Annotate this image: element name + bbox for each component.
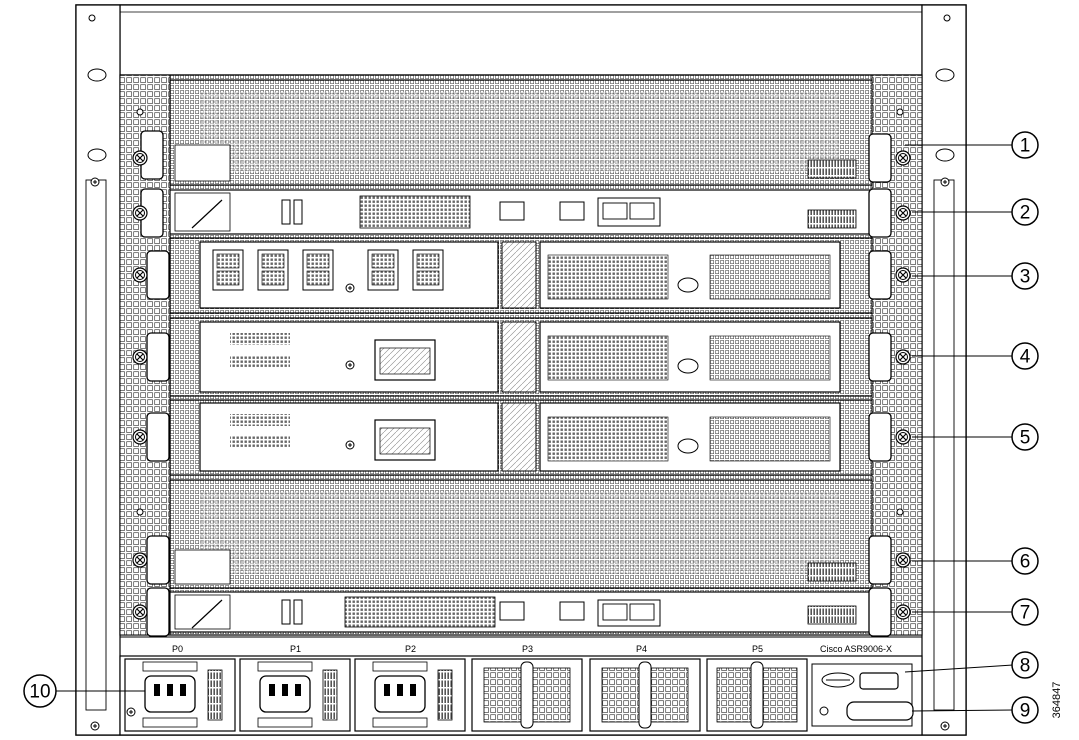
power-module-p3-blank [471, 658, 583, 732]
power-module-p5-blank [706, 658, 808, 732]
callout-2-label: 2 [1020, 203, 1031, 224]
figure-id: 364847 [1051, 682, 1063, 719]
callout-3: 3 [1011, 262, 1039, 290]
power-module-p2 [354, 658, 466, 732]
psu-slot-label-p0: P0 [172, 644, 183, 654]
callout-4-label: 4 [1020, 347, 1031, 368]
psu-slot-label-p5: P5 [752, 644, 763, 654]
power-module-p0 [124, 658, 236, 732]
line-card-slot-1 [132, 317, 911, 397]
callout-10-label: 10 [29, 682, 50, 703]
callout-10: 10 [23, 674, 57, 708]
callout-6-label: 6 [1020, 552, 1031, 573]
callout-1: 1 [1011, 131, 1039, 159]
chassis-model-label: Cisco ASR9006-X [820, 644, 892, 654]
callout-1-label: 1 [1020, 136, 1031, 157]
callout-5-label: 5 [1020, 428, 1031, 449]
power-tray-header: P0 P1 P2 P3 P4 P5 Cisco ASR9006-X [120, 636, 922, 654]
callout-9: 9 [1011, 696, 1039, 724]
callout-3-label: 3 [1020, 267, 1031, 288]
callout-5: 5 [1011, 423, 1039, 451]
top-fan-tray [132, 79, 911, 186]
rsp-card-bottom [132, 587, 911, 637]
bottom-fan-tray [132, 479, 911, 589]
callout-4: 4 [1011, 342, 1039, 370]
power-supply-tray [119, 655, 923, 736]
callout-7: 7 [1011, 598, 1039, 626]
callout-2: 2 [1011, 198, 1039, 226]
callout-6: 6 [1011, 547, 1039, 575]
callout-7-label: 7 [1020, 603, 1031, 624]
rsp-card-top [132, 188, 911, 238]
line-card-slot-2 [132, 399, 911, 476]
psu-slot-label-p1: P1 [290, 644, 301, 654]
callout-8: 8 [1011, 651, 1039, 679]
callout-9-label: 9 [1020, 701, 1031, 722]
psu-slot-label-p3: P3 [522, 644, 533, 654]
psu-slot-label-p4: P4 [636, 644, 647, 654]
callout-leaders [56, 144, 1014, 712]
callout-8-label: 8 [1020, 656, 1031, 677]
line-card-slot-0 [132, 237, 911, 314]
psu-slot-label-p2: P2 [405, 644, 416, 654]
power-module-p1 [239, 658, 351, 732]
power-module-p4-blank [589, 658, 701, 732]
